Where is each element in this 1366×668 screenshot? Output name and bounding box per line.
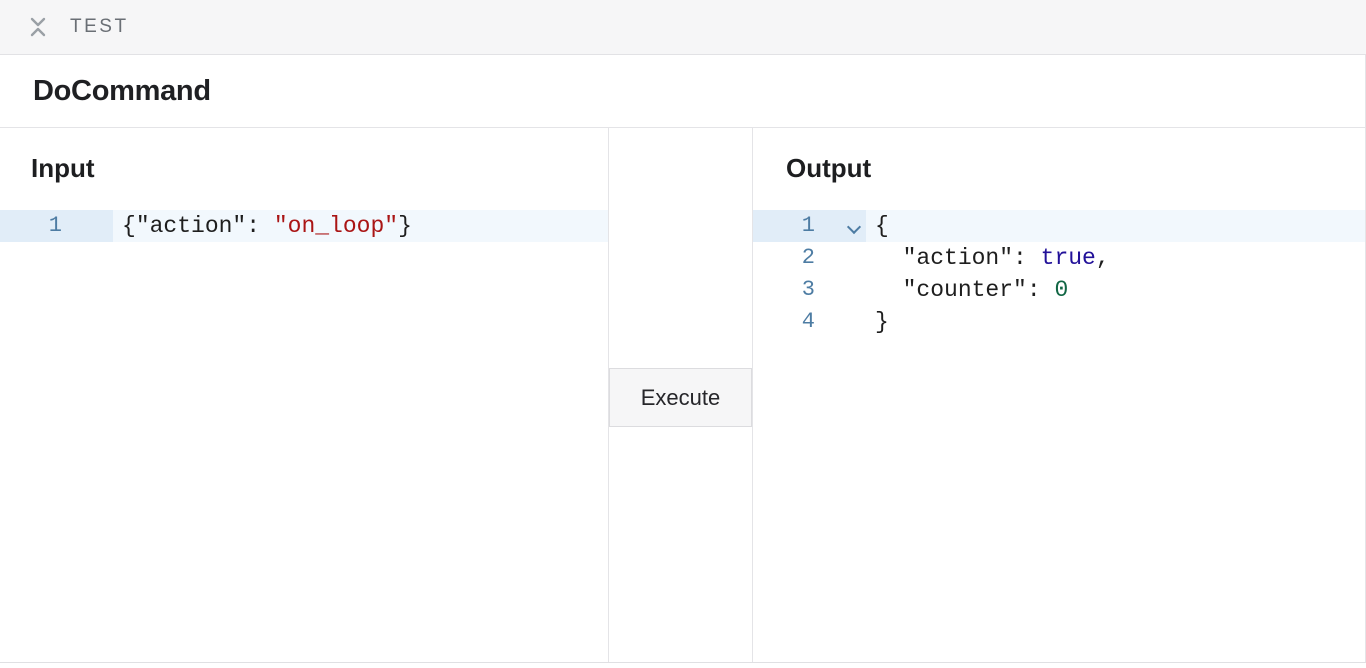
collapse-vertical-icon [27, 12, 49, 42]
execute-column: Execute [609, 128, 753, 662]
execute-button[interactable]: Execute [609, 368, 752, 427]
code-line[interactable]: 4} [753, 306, 1365, 338]
input-editor[interactable]: 1 {"action": "on_loop"} [0, 210, 608, 242]
editor-gutter: 2 [753, 242, 866, 274]
code-token-key: "counter" [902, 277, 1027, 303]
code-token-key: "action" [135, 213, 247, 239]
code-content: "action": true, [866, 242, 1110, 274]
code-content: {"action": "on_loop"} [113, 210, 412, 242]
input-heading: Input [31, 153, 95, 183]
command-title: DoCommand [33, 74, 211, 107]
code-token-punctuation: : [1026, 277, 1055, 303]
output-panel: Output 1{2 "action": true,3 "counter": 0… [753, 128, 1366, 662]
code-token-punctuation: { [122, 213, 136, 239]
editor-gutter: 1 [0, 210, 113, 242]
fold-spacer [62, 210, 113, 242]
code-content: { [866, 210, 889, 242]
code-content: } [866, 306, 889, 338]
editor-gutter: 3 [753, 274, 866, 306]
code-line[interactable]: 1{ [753, 210, 1365, 242]
command-body: Input 1{"action": "on_loop"} Execute Out… [0, 128, 1366, 663]
fold-spacer [815, 274, 866, 306]
code-line[interactable]: 2 "action": true, [753, 242, 1365, 274]
line-number: 1 [801, 213, 815, 238]
line-number: 4 [801, 309, 815, 334]
test-panel-header: TEST [0, 0, 1366, 55]
code-token-punctuation [875, 277, 903, 303]
code-token-punctuation: } [398, 213, 412, 239]
code-token-punctuation: : [1013, 245, 1041, 271]
editor-gutter: 4 [753, 306, 866, 338]
panel-title: TEST [70, 16, 129, 37]
code-token-punctuation [875, 245, 903, 271]
code-token-string: "on_loop" [273, 213, 399, 239]
code-content: "counter": 0 [866, 274, 1069, 306]
code-token-punctuation: { [875, 213, 889, 239]
line-number: 1 [48, 213, 62, 238]
code-line[interactable]: 1 {"action": "on_loop"} [0, 210, 608, 242]
code-token-number: 0 [1054, 277, 1069, 303]
code-token-punctuation: } [875, 309, 889, 335]
editor-gutter: 1 [753, 210, 866, 242]
output-heading: Output [786, 153, 872, 183]
code-token-punctuation: : [246, 213, 274, 239]
collapse-button[interactable] [26, 12, 50, 42]
chevron-down-icon[interactable] [815, 210, 866, 242]
line-number: 3 [801, 277, 815, 302]
fold-spacer [815, 306, 866, 338]
line-number: 2 [801, 245, 815, 270]
input-panel: Input 1 {"action": "on_loop"} [0, 128, 609, 662]
fold-spacer [815, 242, 866, 274]
command-header: DoCommand [0, 55, 1366, 128]
code-line[interactable]: 3 "counter": 0 [753, 274, 1365, 306]
code-token-boolean: true [1040, 245, 1096, 271]
code-token-punctuation: , [1095, 245, 1110, 271]
code-token-key: "action" [902, 245, 1014, 271]
